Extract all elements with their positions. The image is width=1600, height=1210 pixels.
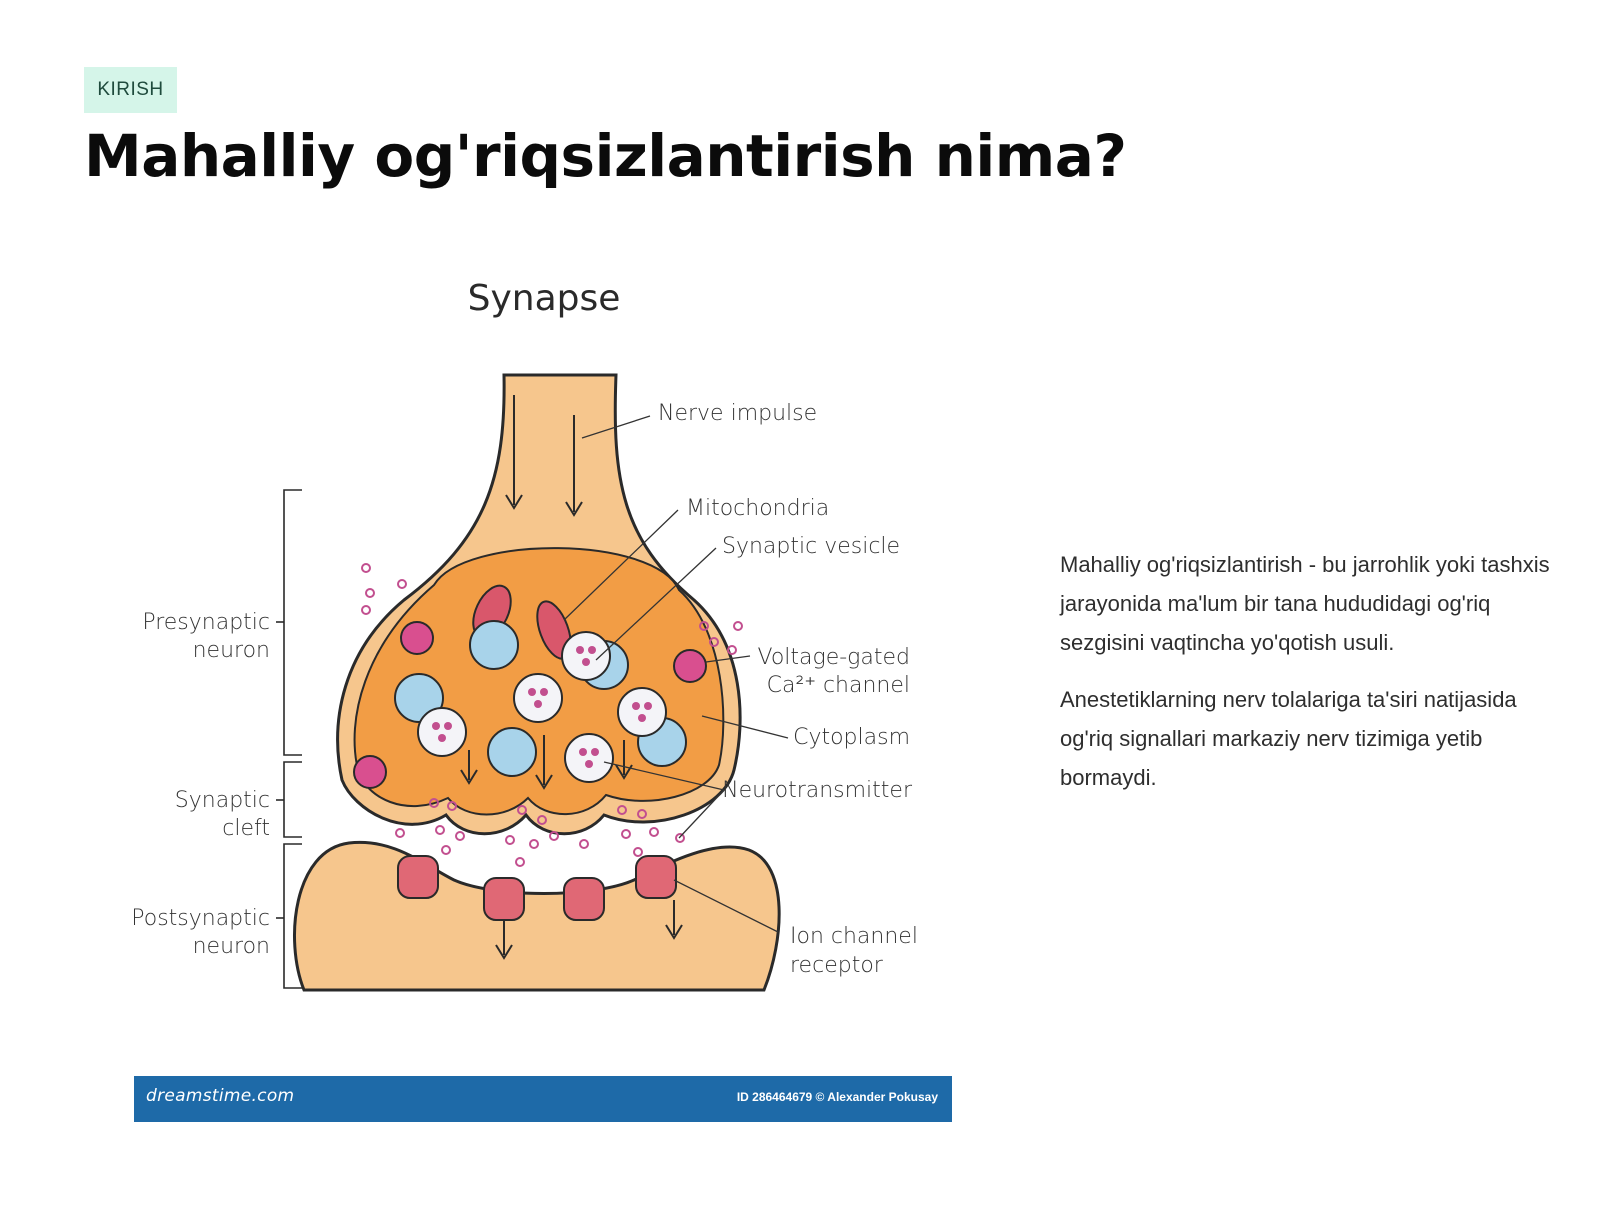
figure-heading: Synapse (468, 278, 621, 319)
label-presynaptic-neuron: neuron (193, 638, 270, 663)
label-postsynaptic-neuron: neuron (193, 934, 270, 959)
filled-vesicle-5 (564, 733, 614, 783)
calcium-channel-left (400, 621, 434, 655)
body-text: Mahalliy og'riqsizlantirish - bu jarrohl… (1060, 545, 1560, 815)
vesicle-contents (432, 646, 652, 768)
label-nerve-impulse: Nerve impulse (658, 401, 817, 426)
watermark-bar: dreamstime.com ID 286464679 © Alexander … (134, 1076, 952, 1122)
ion-channel-receptors (397, 855, 677, 921)
page-title: Mahalliy og'riqsizlantirish nima? (84, 122, 1127, 190)
receptor-3 (563, 877, 605, 921)
calcium-ions (361, 563, 743, 655)
label-synaptic-vesicle: Synaptic vesicle (722, 534, 900, 559)
watermark-brand: dreamstime.com (146, 1086, 295, 1106)
vesicle-3 (487, 727, 537, 777)
label-ion-channel: Ion channel (790, 924, 918, 949)
filled-vesicle-2 (513, 673, 563, 723)
paragraph-1: Mahalliy og'riqsizlantirish - bu jarrohl… (1060, 552, 1550, 655)
postsynaptic-neuron (293, 840, 781, 992)
flow-arrows (460, 395, 683, 960)
label-postsynaptic: Postsynaptic (134, 906, 270, 931)
leader-lines (563, 415, 789, 933)
label-cleft: cleft (222, 816, 270, 841)
label-synaptic: Synaptic (175, 788, 270, 813)
receptor-2 (483, 877, 525, 921)
synapse-diagram: Synapse (134, 278, 918, 992)
calcium-channel-right (673, 649, 707, 683)
neurotransmitter-molecules (395, 798, 685, 867)
vesicle-1 (469, 620, 519, 670)
label-receptor: receptor (790, 953, 884, 978)
watermark-credit: ID 286464679 © Alexander Pokusay (736, 1090, 938, 1104)
receptor-1 (397, 855, 439, 899)
label-neurotransmitter: Neurotransmitter (722, 778, 913, 803)
label-presynaptic: Presynaptic (142, 610, 270, 635)
receptor-4 (635, 855, 677, 899)
filled-vesicle-1 (561, 631, 611, 681)
paragraph-2: Anestetiklarning nerv tolalariga ta'siri… (1060, 687, 1517, 790)
label-voltage-gated: Voltage-gated (757, 645, 910, 670)
label-ca-channel: Ca²⁺ channel (767, 673, 910, 698)
region-brackets (276, 489, 302, 989)
synapse-illustration: Synapse (134, 250, 952, 1130)
section-badge: KIRISH (84, 67, 177, 113)
synaptic-vesicles (417, 631, 667, 783)
filled-vesicle-4 (617, 687, 667, 737)
calcium-channel-bottom (353, 755, 387, 789)
label-mitochondria: Mitochondria (686, 496, 829, 521)
filled-vesicle-3 (417, 707, 467, 757)
label-cytoplasm: Cytoplasm (793, 725, 910, 750)
